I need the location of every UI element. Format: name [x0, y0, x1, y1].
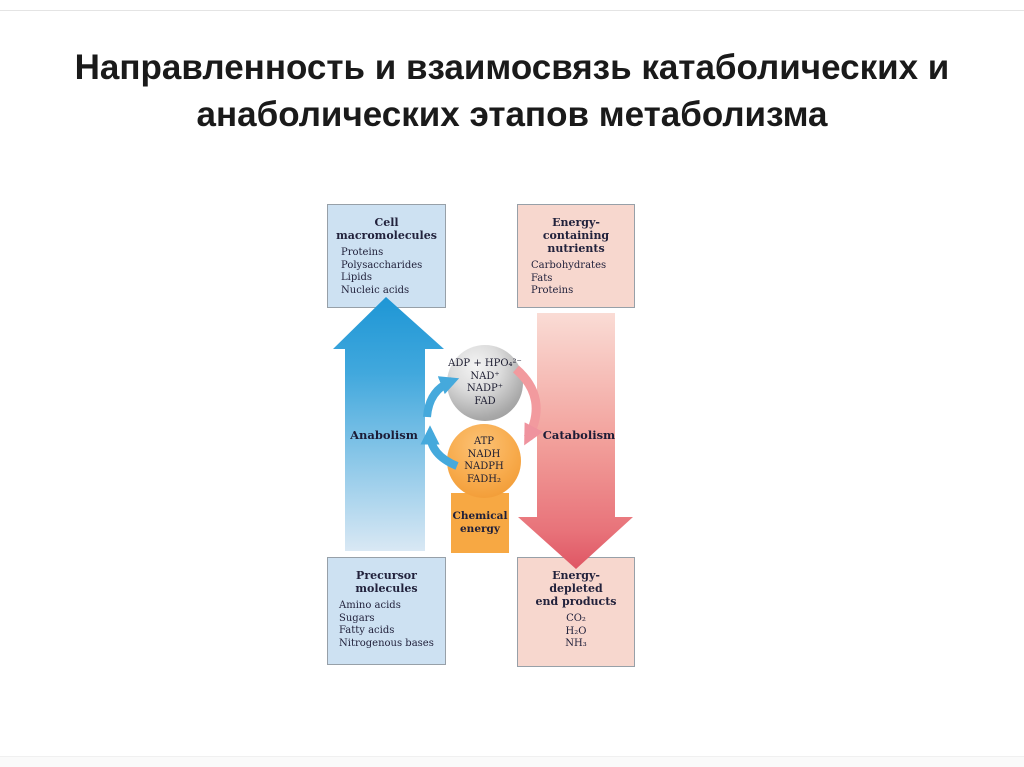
energy-carrier-circle: ATP NADH NADPH FADH₂: [447, 424, 521, 498]
cofactor-pool-circle: ADP + HPO₄²⁻ NAD⁺ NADP⁺ FAD: [447, 345, 523, 421]
energy-depleted-end-products-title: Energy- depleted end products: [535, 569, 617, 608]
list-item: Carbohydrates: [531, 260, 607, 271]
anabolism-label: Anabolism: [350, 428, 418, 442]
cell-macromolecules-items: Proteins Polysaccharides Lipids Nucleic …: [328, 247, 445, 297]
circle-line: ATP: [473, 436, 495, 447]
energy-depleted-end-products-box: Energy- depleted end products CO₂ H₂O NH…: [517, 557, 635, 667]
slide-bottom-edge: [0, 756, 1024, 767]
energy-containing-nutrients-box: Energy- containing nutrients Carbohydrat…: [517, 204, 635, 308]
energy-containing-nutrients-title: Energy- containing nutrients: [542, 216, 610, 255]
circle-line: NAD⁺: [470, 370, 500, 382]
chemical-energy-box: Chemical energy: [451, 493, 509, 553]
list-item: Proteins: [341, 247, 384, 258]
list-item: Fatty acids: [339, 625, 395, 636]
slide-top-divider: [0, 10, 1024, 11]
cell-macromolecules-box: Cell macromolecules Proteins Polysacchar…: [327, 204, 446, 308]
circle-line: FADH₂: [466, 473, 502, 485]
circle-line: NADPH: [464, 461, 504, 472]
circle-line: FAD: [474, 395, 496, 407]
precursor-molecules-items: Amino acids Sugars Fatty acids Nitrogeno…: [328, 600, 445, 650]
slide-title: Направленность и взаимосвязь катаболичес…: [74, 48, 950, 134]
precursor-molecules-title: Precursor molecules: [355, 569, 418, 595]
catabolism-label: Catabolism: [542, 428, 616, 442]
cell-macromolecules-title: Cell macromolecules: [336, 216, 437, 242]
precursor-molecules-box: Precursor molecules Amino acids Sugars F…: [327, 557, 446, 665]
circle-line: NADH: [467, 448, 501, 460]
list-item: Fats: [531, 272, 553, 284]
chemical-energy-label: Chemical energy: [452, 510, 508, 535]
list-item: Amino acids: [339, 600, 401, 611]
list-item: Polysaccharides: [341, 259, 423, 271]
list-item: H₂O: [565, 625, 587, 637]
energy-containing-nutrients-items: Carbohydrates Fats Proteins: [518, 260, 634, 298]
circle-line: NADP⁺: [467, 383, 503, 394]
list-item: Nitrogenous bases: [339, 637, 434, 649]
anabolism-up-arrow: [333, 297, 444, 551]
energy-depleted-end-products-items: CO₂ H₂O NH₃: [518, 613, 634, 651]
list-item: CO₂: [566, 613, 586, 624]
list-item: Sugars: [339, 612, 375, 624]
list-item: Lipids: [341, 272, 372, 283]
list-item: NH₃: [565, 638, 587, 649]
list-item: Proteins: [531, 285, 574, 296]
circle-line: ADP + HPO₄²⁻: [448, 358, 522, 369]
list-item: Nucleic acids: [341, 284, 410, 296]
